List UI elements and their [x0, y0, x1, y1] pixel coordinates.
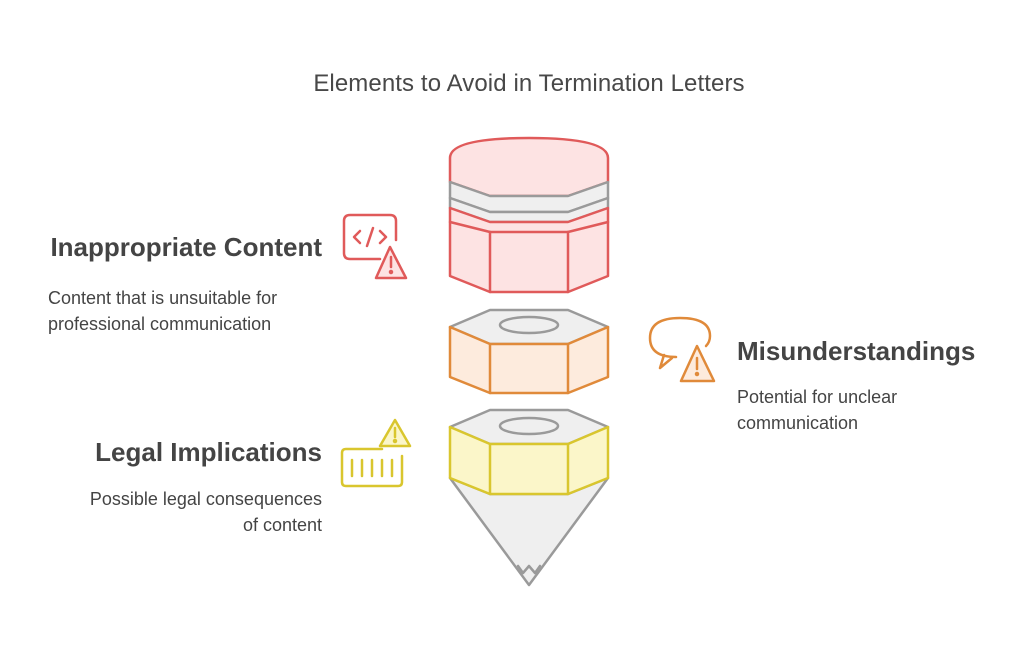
desc-legal-implications: Possible legal consequences of content — [32, 486, 322, 538]
bottom-hex-segment — [448, 408, 610, 587]
heading-misunderstandings: Misunderstandings — [737, 336, 976, 366]
desc-line: Content that is unsuitable for — [48, 288, 278, 308]
heading-legal-implications: Legal Implications — [95, 437, 322, 467]
barcode-warning-icon — [340, 418, 412, 488]
desc-inappropriate-content: Content that is unsuitable for professio… — [48, 285, 328, 337]
desc-line: communication — [737, 413, 859, 433]
desc-line: Possible legal consequences — [89, 489, 322, 509]
eraser-segment — [448, 136, 610, 294]
desc-line: Potential for unclear — [737, 387, 898, 407]
heading-inappropriate-content: Inappropriate Content — [50, 232, 322, 262]
speech-bubble-warning-icon — [648, 316, 716, 383]
code-warning-icon — [342, 213, 408, 280]
desc-line: professional communication — [48, 314, 272, 334]
desc-misunderstandings: Potential for unclear communication — [737, 384, 997, 436]
desc-line: of content — [242, 515, 322, 535]
middle-hex-segment — [448, 308, 610, 395]
diagram-title: Elements to Avoid in Termination Letters — [313, 70, 745, 97]
